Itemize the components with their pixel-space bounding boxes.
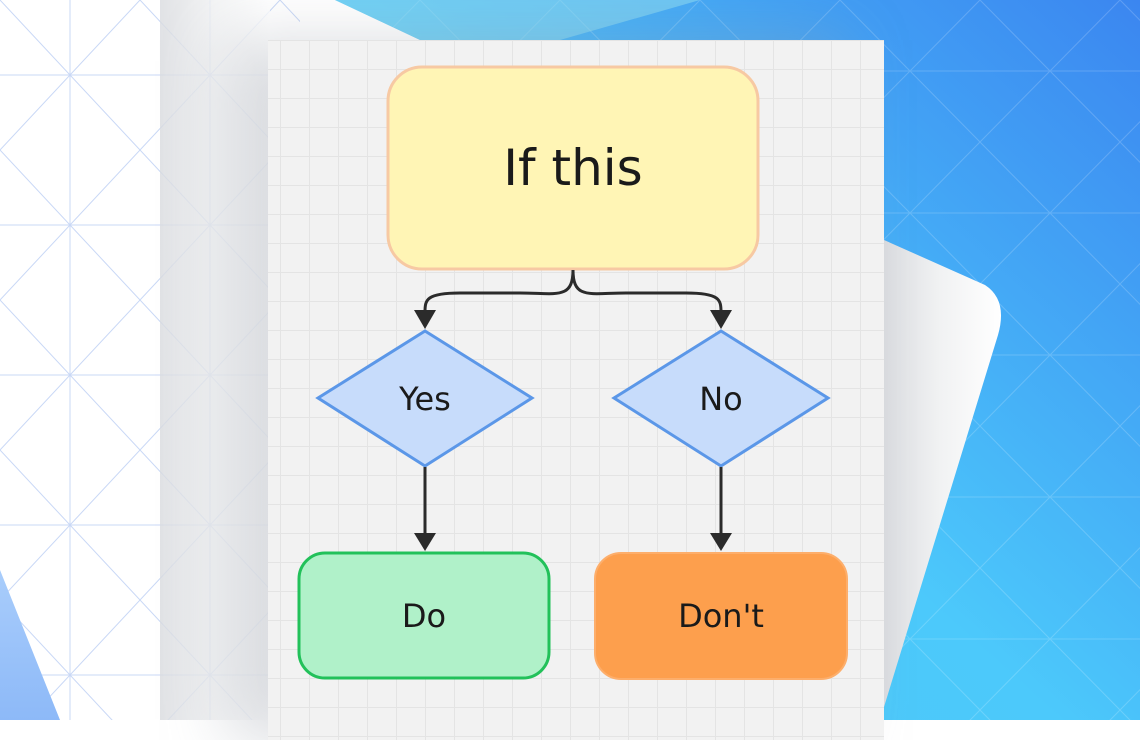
arrowhead-icon (414, 533, 436, 551)
do-node-shape[interactable] (297, 551, 551, 680)
condition-node-label: If this (503, 139, 643, 197)
no-node-shape[interactable] (611, 329, 831, 468)
do-node-label: Do (401, 596, 447, 635)
edge-condition-to-no (571, 269, 732, 329)
dont-node-label: Don't (678, 597, 764, 635)
no-node-label: No (699, 379, 743, 418)
condition-node-shape[interactable] (386, 65, 760, 271)
yes-node-shape[interactable] (315, 329, 535, 468)
yes-node-label: Yes (399, 379, 451, 418)
arrowhead-icon (414, 310, 436, 329)
edge-no-to-dont (710, 467, 732, 551)
edge-condition-to-yes (414, 269, 575, 329)
flowchart (297, 65, 848, 680)
arrowhead-icon (710, 533, 732, 551)
dont-node-shape[interactable] (594, 552, 848, 680)
edge-yes-to-do (414, 467, 436, 551)
arrowhead-icon (710, 310, 732, 329)
